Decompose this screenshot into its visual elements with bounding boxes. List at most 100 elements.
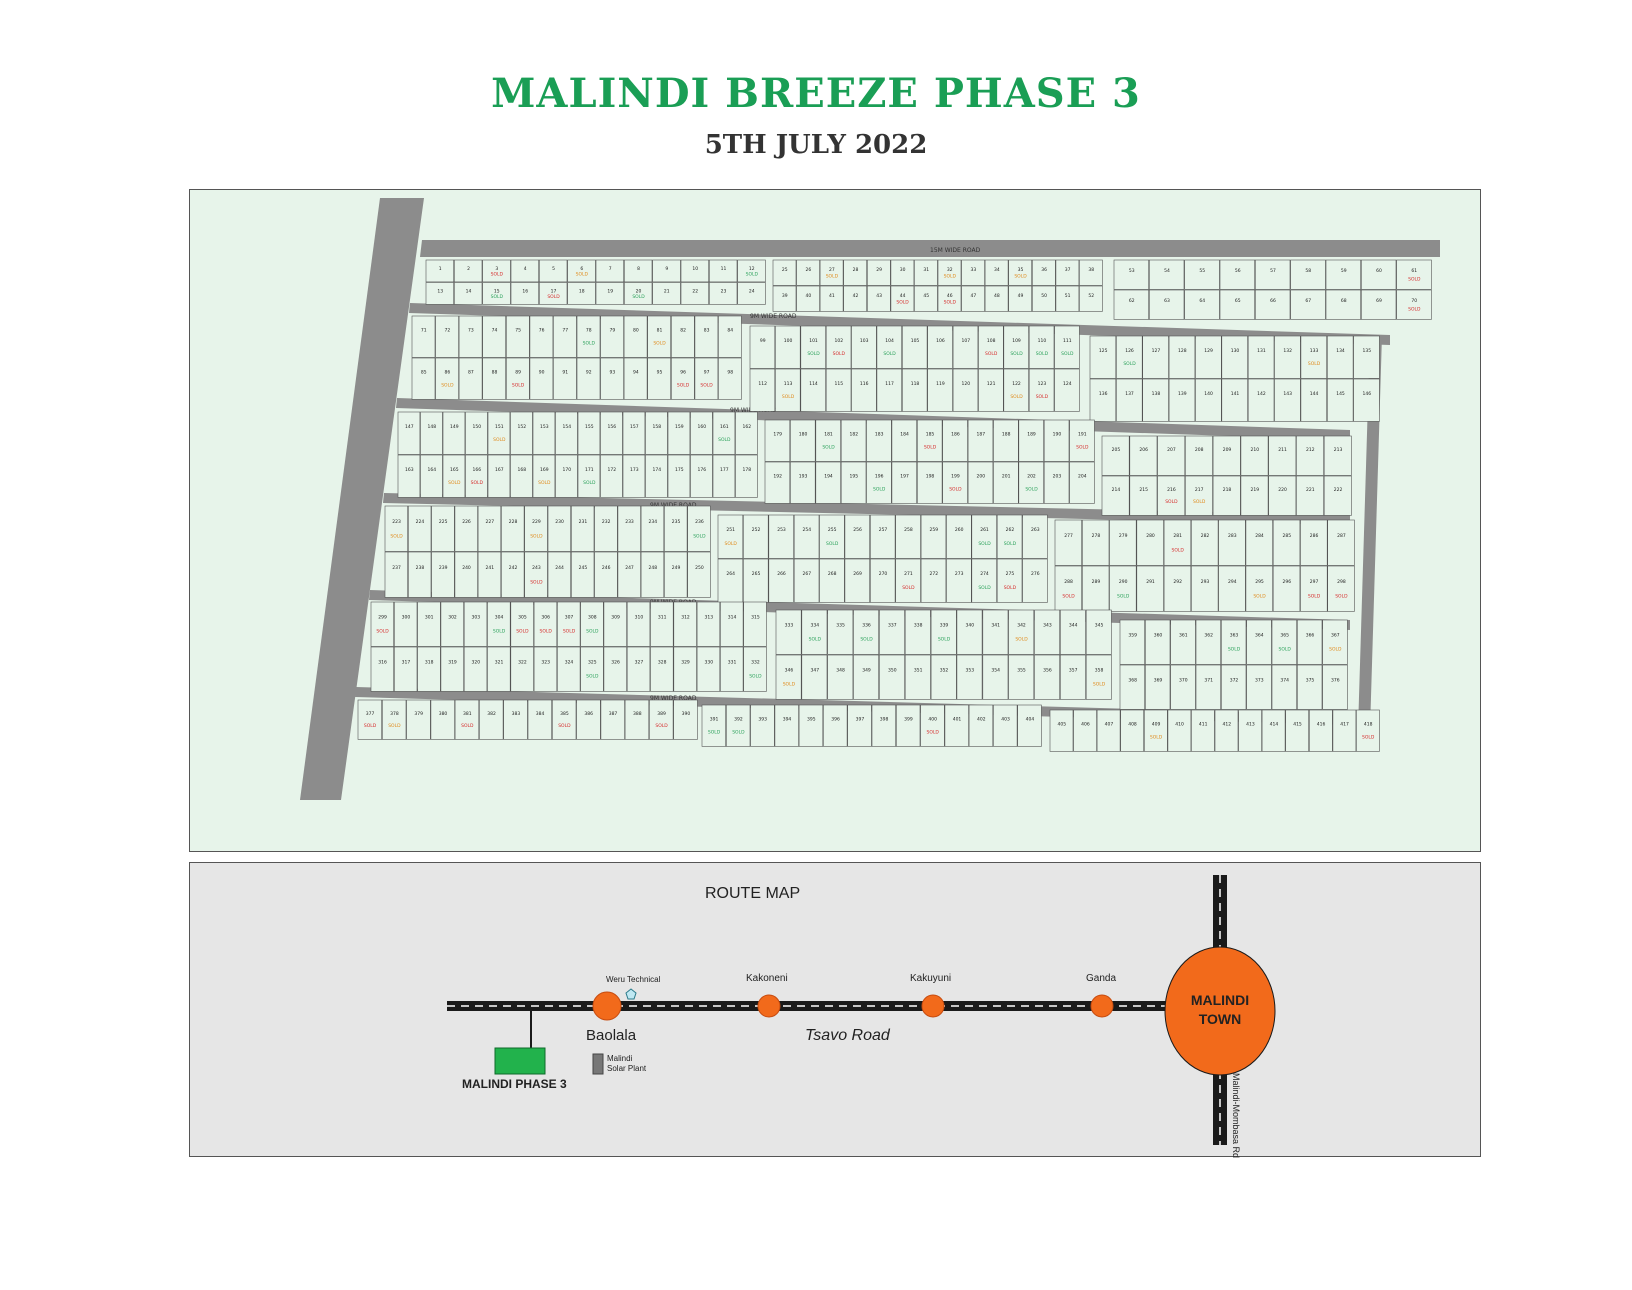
plot[interactable] bbox=[1285, 709, 1309, 752]
plot[interactable] bbox=[1247, 335, 1275, 379]
plot[interactable] bbox=[701, 704, 727, 747]
plot[interactable] bbox=[743, 514, 769, 559]
plot[interactable] bbox=[993, 419, 1019, 462]
plot[interactable] bbox=[463, 601, 488, 647]
plot[interactable] bbox=[815, 419, 841, 462]
plot[interactable] bbox=[570, 505, 595, 552]
plot[interactable] bbox=[1290, 289, 1326, 320]
plot[interactable] bbox=[749, 325, 776, 369]
plot[interactable] bbox=[454, 699, 480, 740]
plot[interactable] bbox=[1073, 709, 1097, 752]
plot[interactable] bbox=[664, 505, 688, 552]
plot[interactable] bbox=[774, 704, 799, 747]
plot[interactable] bbox=[603, 601, 627, 647]
plot[interactable] bbox=[1268, 475, 1297, 516]
plot[interactable] bbox=[1323, 475, 1352, 516]
plot[interactable] bbox=[1054, 519, 1083, 566]
plot[interactable] bbox=[1167, 709, 1192, 752]
plot[interactable] bbox=[640, 551, 665, 598]
plot[interactable] bbox=[1031, 285, 1056, 312]
plot[interactable] bbox=[1271, 664, 1298, 710]
plot[interactable] bbox=[1300, 565, 1328, 612]
plot[interactable] bbox=[847, 704, 872, 747]
plot[interactable] bbox=[1184, 435, 1213, 476]
plot[interactable] bbox=[1055, 259, 1080, 286]
plot[interactable] bbox=[501, 551, 525, 598]
plot[interactable] bbox=[576, 699, 601, 740]
plot[interactable] bbox=[1054, 565, 1083, 612]
plot[interactable] bbox=[487, 411, 511, 455]
plot[interactable] bbox=[529, 357, 554, 400]
plot[interactable] bbox=[408, 505, 432, 552]
plot[interactable] bbox=[993, 461, 1019, 504]
plot[interactable] bbox=[1219, 289, 1256, 320]
plot[interactable] bbox=[442, 411, 466, 455]
plot[interactable] bbox=[501, 505, 525, 552]
plot[interactable] bbox=[712, 454, 736, 498]
plot[interactable] bbox=[465, 411, 488, 455]
plot[interactable] bbox=[510, 646, 534, 692]
plot[interactable] bbox=[1018, 419, 1044, 462]
plot[interactable] bbox=[978, 325, 1004, 369]
plot[interactable] bbox=[819, 285, 844, 312]
plot[interactable] bbox=[505, 315, 530, 358]
plot[interactable] bbox=[487, 601, 511, 647]
plot[interactable] bbox=[895, 558, 921, 603]
plot[interactable] bbox=[1085, 654, 1112, 700]
plot[interactable] bbox=[718, 315, 742, 358]
plot[interactable] bbox=[1116, 335, 1143, 379]
plot[interactable] bbox=[1043, 461, 1070, 504]
plot[interactable] bbox=[1059, 609, 1086, 655]
plot[interactable] bbox=[623, 315, 648, 358]
ganda-stop[interactable] bbox=[1090, 994, 1114, 1018]
plot[interactable] bbox=[916, 419, 943, 462]
plot[interactable] bbox=[775, 609, 802, 655]
plot[interactable] bbox=[904, 609, 931, 655]
plot[interactable] bbox=[801, 609, 828, 655]
plot[interactable] bbox=[1034, 654, 1061, 700]
plot[interactable] bbox=[673, 646, 697, 692]
plot[interactable] bbox=[764, 461, 791, 504]
plot[interactable] bbox=[946, 558, 972, 603]
plot[interactable] bbox=[482, 315, 507, 358]
plot[interactable] bbox=[411, 315, 436, 358]
plot[interactable] bbox=[647, 357, 672, 400]
plot[interactable] bbox=[1195, 335, 1222, 379]
plot[interactable] bbox=[576, 357, 601, 400]
plot[interactable] bbox=[664, 551, 688, 598]
plot[interactable] bbox=[482, 357, 507, 400]
plot[interactable] bbox=[1255, 259, 1291, 290]
plot[interactable] bbox=[510, 282, 540, 305]
baolala-stop[interactable] bbox=[592, 991, 622, 1021]
plot[interactable] bbox=[510, 259, 540, 283]
plot[interactable] bbox=[1297, 619, 1323, 665]
plot[interactable] bbox=[1142, 335, 1169, 379]
plot[interactable] bbox=[793, 514, 820, 559]
plot[interactable] bbox=[1300, 335, 1328, 379]
plot[interactable] bbox=[557, 601, 581, 647]
plot[interactable] bbox=[891, 419, 918, 462]
plot[interactable] bbox=[1043, 419, 1070, 462]
plot[interactable] bbox=[580, 601, 604, 647]
plot[interactable] bbox=[772, 259, 797, 286]
plot[interactable] bbox=[1008, 609, 1035, 655]
plot[interactable] bbox=[595, 282, 625, 305]
plot[interactable] bbox=[453, 282, 483, 305]
plot[interactable] bbox=[1008, 285, 1033, 312]
plot[interactable] bbox=[764, 419, 791, 462]
plot[interactable] bbox=[1309, 709, 1333, 752]
plot[interactable] bbox=[1396, 259, 1432, 290]
plot[interactable] bbox=[577, 454, 601, 498]
plot[interactable] bbox=[993, 704, 1018, 747]
plot[interactable] bbox=[1325, 259, 1362, 290]
plot[interactable] bbox=[1245, 519, 1273, 566]
plot[interactable] bbox=[1195, 378, 1222, 422]
plot[interactable] bbox=[1290, 259, 1326, 290]
plot[interactable] bbox=[482, 282, 511, 305]
plot[interactable] bbox=[890, 259, 915, 286]
plot[interactable] bbox=[435, 315, 459, 358]
plot[interactable] bbox=[617, 505, 641, 552]
plot[interactable] bbox=[1142, 378, 1169, 422]
plot[interactable] bbox=[595, 259, 625, 283]
plot[interactable] bbox=[1028, 325, 1055, 369]
